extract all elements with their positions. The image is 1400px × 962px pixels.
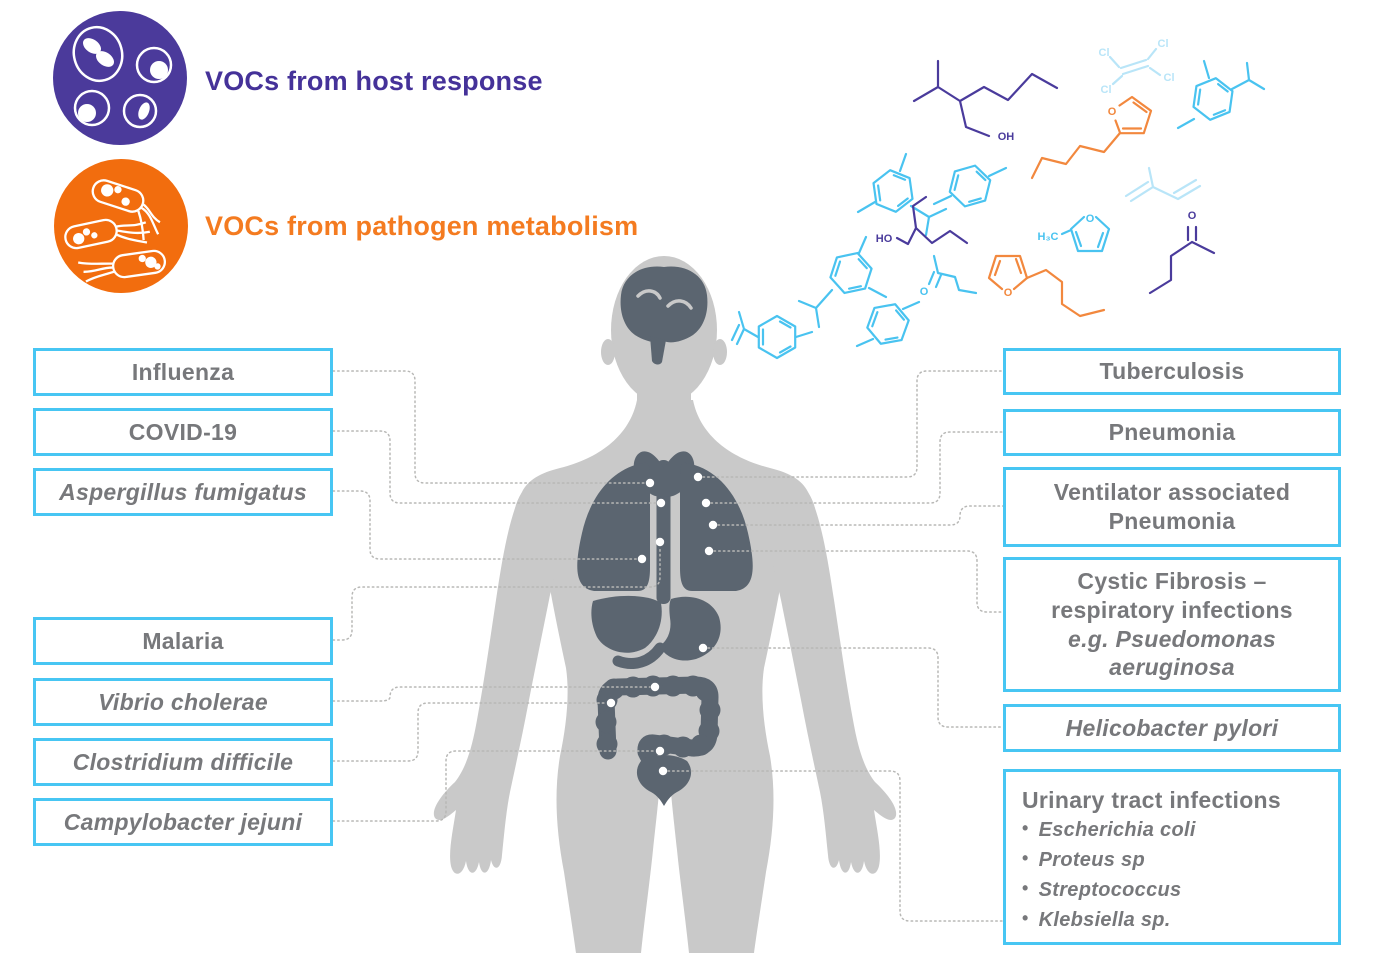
cl-label: Cl: [1158, 38, 1169, 50]
label-box-cystic-fibrosis: Cystic Fibrosis – respiratory infections…: [1003, 557, 1341, 692]
molecule-cymene-b: [856, 152, 948, 237]
body-connection-dots: [606, 472, 718, 776]
arm-right: [768, 470, 897, 874]
molecule-xylene-a: [932, 160, 1008, 212]
legend-pathogen-label: VOCs from pathogen metabolism: [205, 211, 639, 241]
connector-urinary: [667, 770, 1004, 922]
label-box-vibrio: Vibrio cholerae: [33, 678, 333, 726]
o-label: O: [920, 286, 929, 298]
ho-label: HO: [876, 233, 893, 245]
label-box-urinary-tract: Urinary tract infections •Escherichia co…: [1003, 769, 1341, 945]
label-box-malaria: Malaria: [33, 617, 333, 665]
o-label: O: [1086, 213, 1095, 225]
label-box-campylobacter: Campylobacter jejuni: [33, 798, 333, 846]
colon-haustra: [595, 675, 721, 759]
molecule-2-ethylhexanol-a: OH: [912, 59, 1059, 143]
brain: [620, 266, 708, 343]
label-box-helicobacter: Helicobacter pylori: [1003, 704, 1341, 752]
brain-stem: [650, 336, 666, 365]
connector-pneumonia: [710, 431, 1004, 504]
duodenum: [612, 642, 666, 669]
connector-malaria: [332, 546, 661, 641]
label-box-clostridium: Clostridium difficile: [33, 738, 333, 786]
molecule-2-ethylhexanol-b: HO: [876, 195, 969, 246]
connector-cystic-fibrosis: [713, 550, 1004, 613]
molecule-butanone-b: O: [920, 254, 978, 298]
stomach: [660, 596, 721, 661]
o-label: O: [1004, 287, 1013, 299]
molecule-xylene-b: [855, 296, 921, 352]
molecule-2-methylfuran: H₃C O: [1038, 213, 1111, 253]
cl-label: Cl: [1099, 47, 1110, 59]
molecule-cymene-a: [1176, 59, 1266, 130]
molecule-tetrachloroethylene: Cl Cl Cl Cl: [1099, 38, 1175, 96]
ear-left: [601, 339, 615, 365]
molecule-cymene-c: [797, 235, 888, 329]
list-item: •Escherichia coli: [1022, 817, 1196, 841]
connector-helicobacter: [707, 647, 1004, 728]
connector-vibrio: [332, 686, 651, 702]
list-item: •Streptococcus: [1022, 877, 1182, 901]
molecule-2-pentylfuran-a: O: [1030, 95, 1153, 180]
label-box-influenza: Influenza: [33, 348, 333, 396]
label-box-aspergillus: Aspergillus fumigatus: [33, 468, 333, 516]
urinary-title: Urinary tract infections: [1022, 787, 1281, 813]
connector-ventilator: [717, 505, 1004, 526]
o-label: O: [1108, 106, 1117, 118]
label-box-covid19: COVID-19: [33, 408, 333, 456]
label-box-pneumonia: Pneumonia: [1003, 409, 1341, 456]
host-cells-icon: [53, 11, 187, 145]
list-item: •Proteus sp: [1022, 847, 1145, 871]
legend-host-label: VOCs from host response: [205, 66, 543, 96]
cl-label: Cl: [1101, 84, 1112, 96]
molecule-butanone-a: O: [1148, 210, 1216, 295]
connector-aspergillus: [332, 490, 638, 560]
connector-clostridium: [332, 702, 607, 762]
molecule-limonene: [730, 310, 814, 360]
oh-label: OH: [998, 131, 1015, 143]
pathogen-bacteria-icon: [54, 159, 188, 293]
connector-influenza: [332, 370, 646, 484]
connector-covid: [332, 430, 657, 504]
list-item: •Klebsiella sp.: [1022, 907, 1171, 931]
arm-left: [433, 470, 562, 874]
h3c-label: H₃C: [1038, 231, 1059, 243]
liver: [591, 595, 662, 653]
ear-right: [713, 339, 727, 365]
o-label: O: [1188, 210, 1197, 222]
label-box-tuberculosis: Tuberculosis: [1003, 348, 1341, 395]
molecule-2-pentylfuran-b: O: [987, 254, 1106, 318]
cl-label: Cl: [1164, 72, 1175, 84]
molecule-isoprene: [1124, 166, 1202, 203]
bladder: [636, 755, 692, 806]
connector-tuberculosis: [702, 370, 1004, 478]
